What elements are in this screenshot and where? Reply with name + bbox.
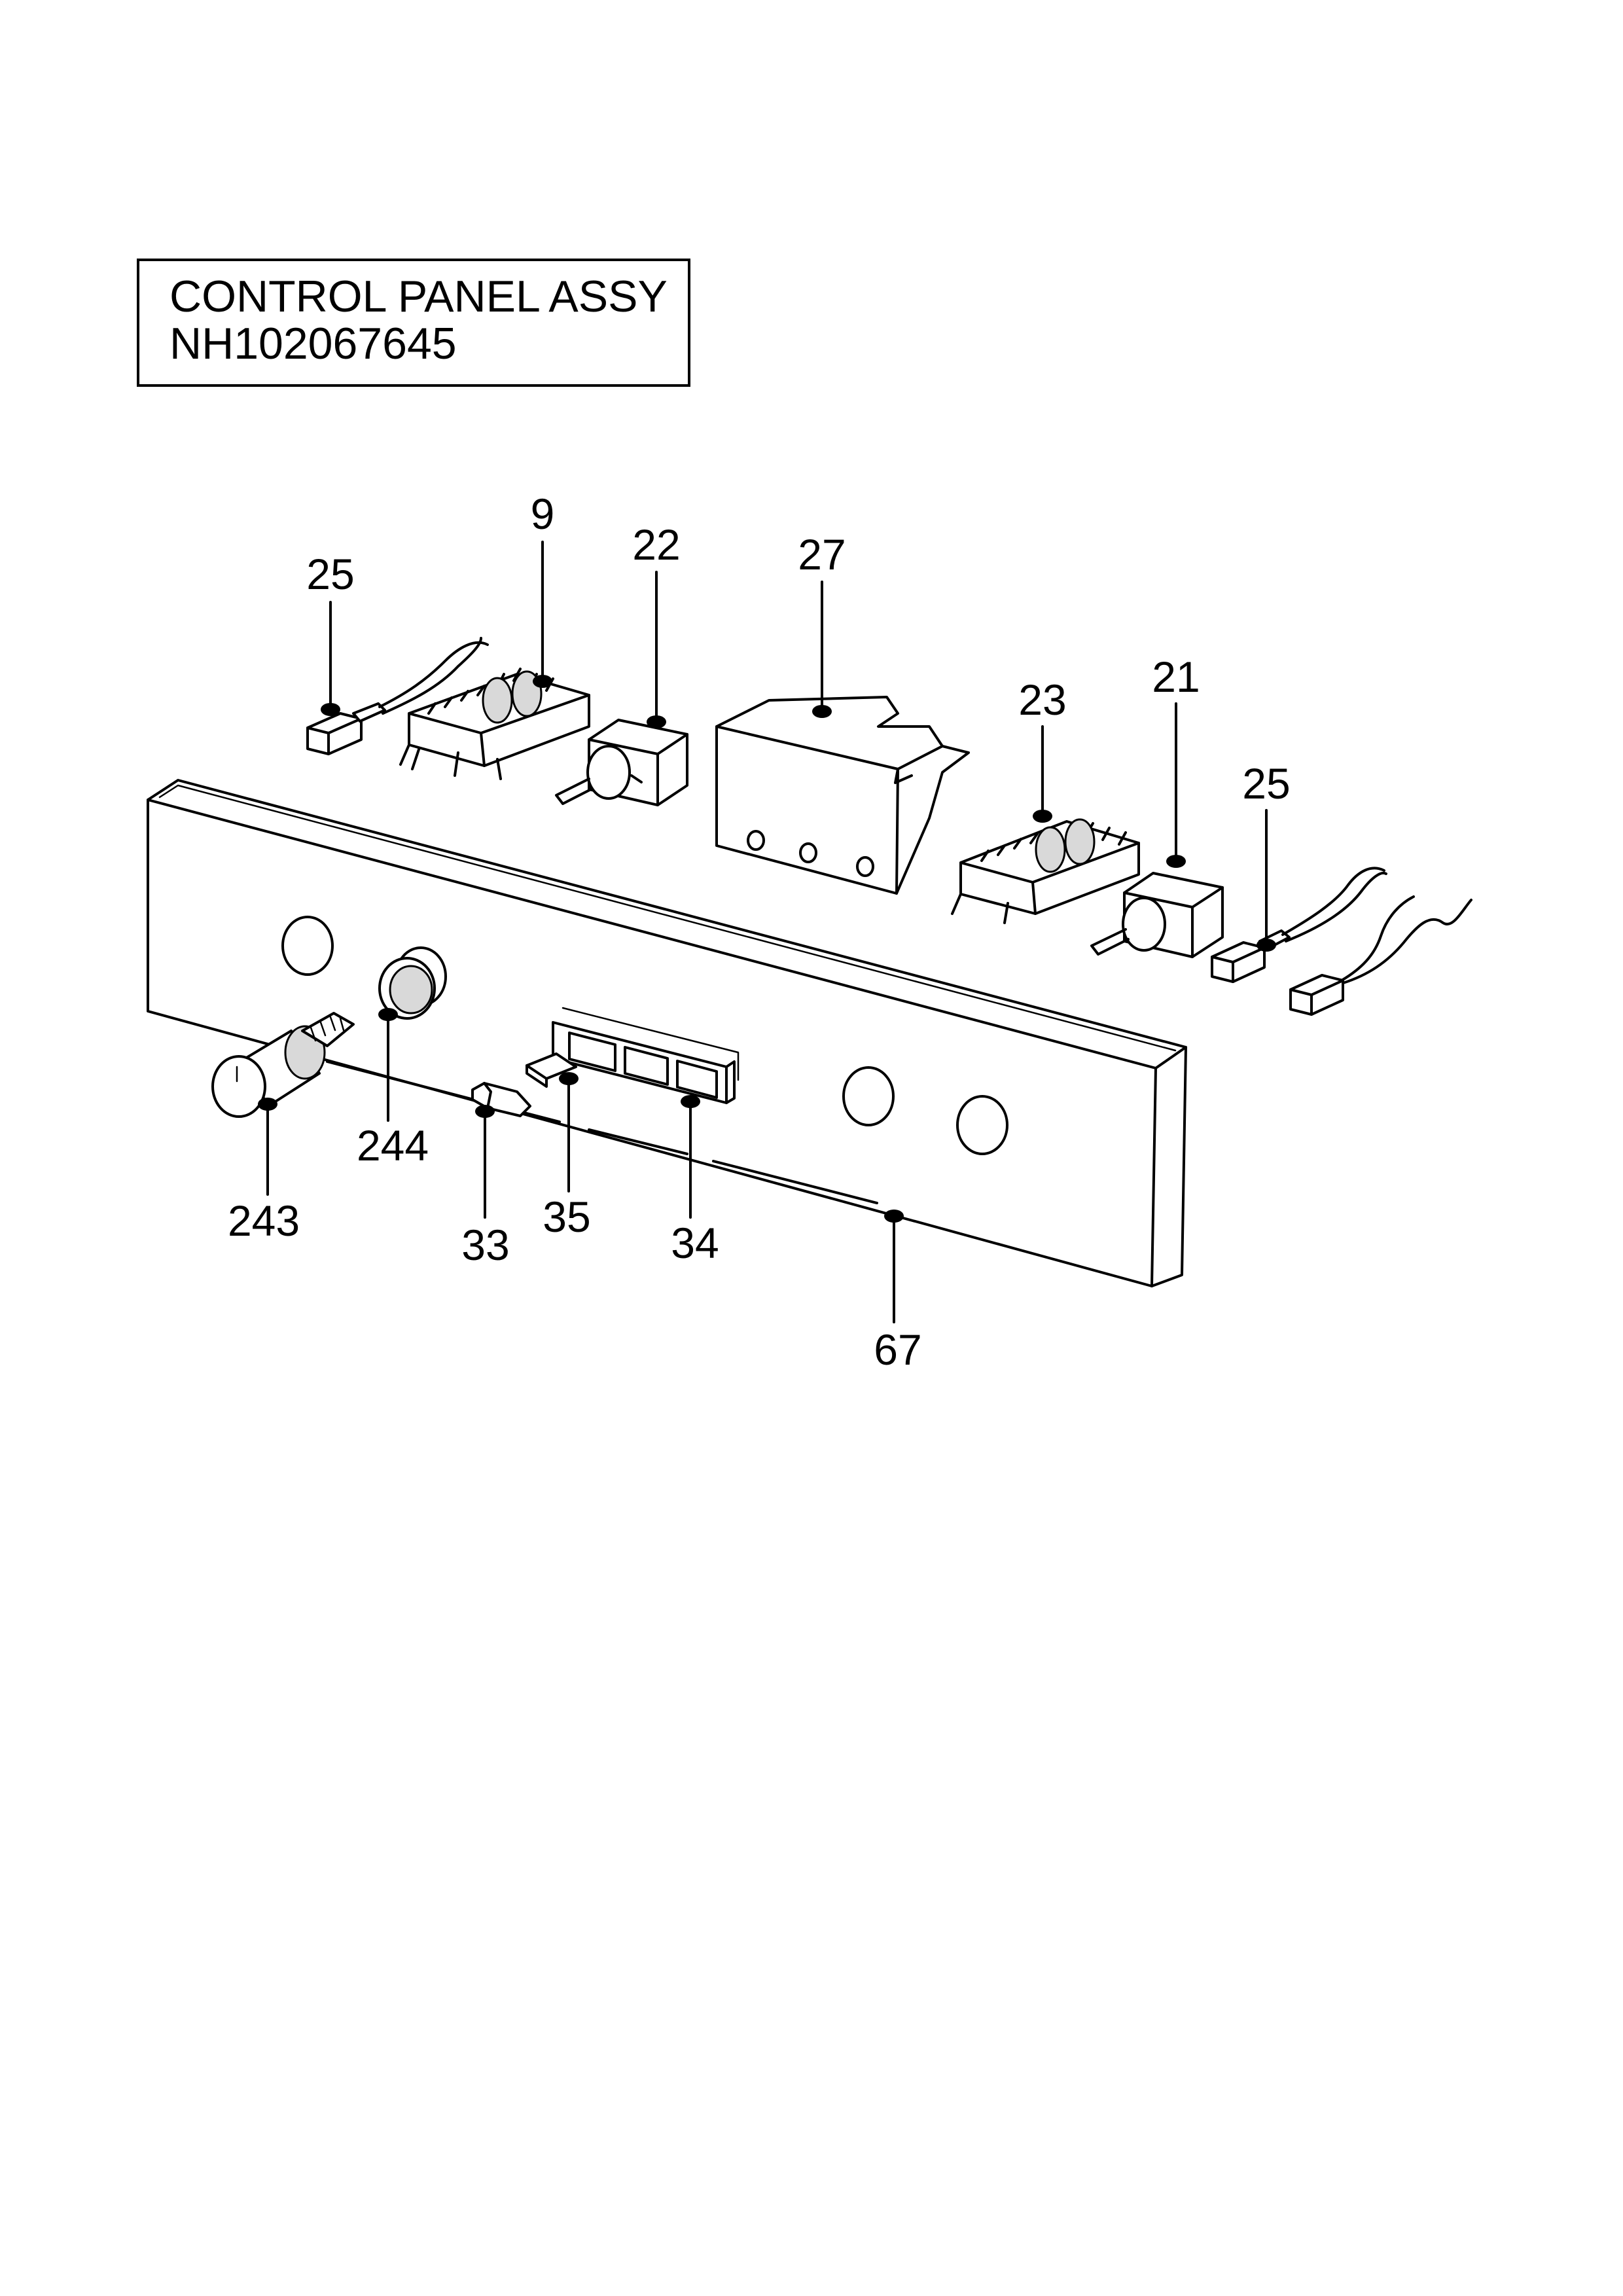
assembly-title: CONTROL PANEL ASSY	[169, 272, 668, 321]
callout-244: 244	[357, 1121, 429, 1170]
push-button-35	[526, 1052, 577, 1088]
callout-25-left: 25	[306, 550, 354, 598]
knob-ring-244	[378, 957, 436, 1020]
leader-dots	[258, 675, 1276, 1223]
display-window-34	[552, 1007, 740, 1104]
thermostat-21	[1090, 872, 1224, 958]
assembly-part-number: NH102067645	[169, 319, 457, 368]
callout-35: 35	[543, 1193, 590, 1241]
callout-243: 243	[228, 1196, 300, 1245]
wire-connector-25-left	[306, 637, 489, 755]
callout-21: 21	[1152, 653, 1200, 701]
callout-23: 23	[1018, 675, 1066, 724]
electronic-module-27	[715, 696, 970, 895]
leader-lines	[266, 541, 1268, 1323]
callout-labels: 25 9 22 27 23 21 25 244 243 33 35 34 67	[228, 490, 1291, 1374]
clip-33	[471, 1082, 531, 1117]
control-panel-fascia	[147, 779, 1187, 1287]
callout-67: 67	[874, 1325, 921, 1374]
rotary-switch-23	[951, 818, 1140, 924]
rotary-switch-9	[399, 668, 590, 780]
thermostat-22	[555, 719, 688, 806]
title-box: CONTROL PANEL ASSY NH102067645	[137, 259, 690, 387]
wire-connector-25-right	[1211, 867, 1472, 1016]
callout-9: 9	[531, 490, 555, 538]
callout-27: 27	[798, 530, 846, 579]
callout-22: 22	[632, 520, 680, 569]
callout-25-right: 25	[1242, 759, 1290, 808]
callout-34: 34	[671, 1219, 719, 1267]
callout-33: 33	[461, 1221, 509, 1269]
control-knob-243	[211, 1012, 355, 1118]
